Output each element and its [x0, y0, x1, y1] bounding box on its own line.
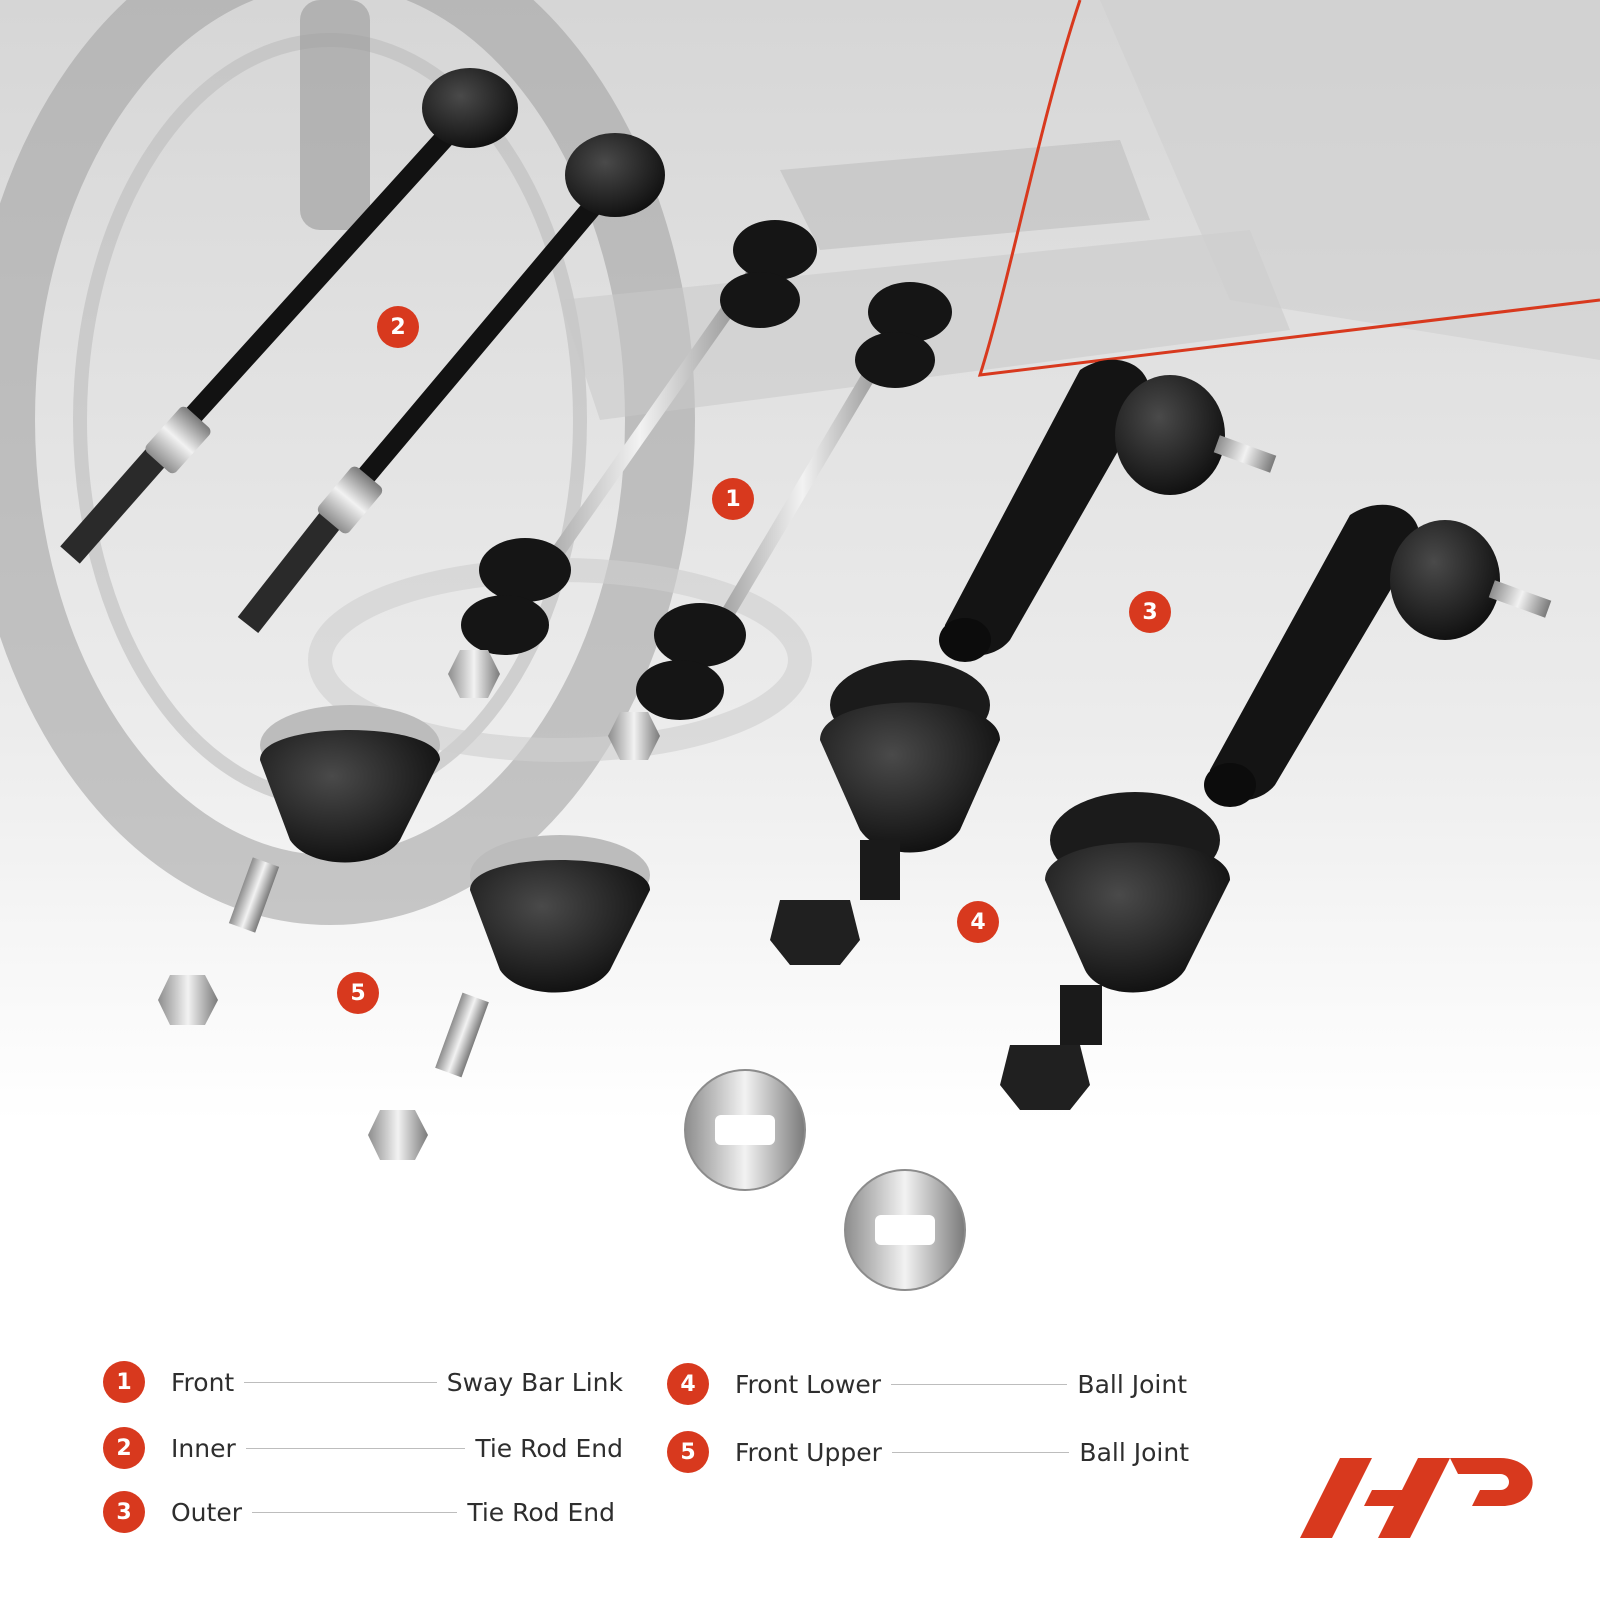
leader-line: [245, 1447, 466, 1449]
legend-number: 2: [103, 1427, 145, 1469]
legend-position: Front Upper: [735, 1437, 882, 1467]
outer-tie-rod-end-left: [939, 359, 1277, 662]
callout-1: 1: [712, 478, 754, 520]
legend-number: 4: [667, 1363, 709, 1405]
sway-bar-link-right: [608, 282, 952, 760]
inner-tie-rod-end-right: [237, 133, 665, 634]
product-scene: [0, 0, 1600, 1320]
legend-row-2: 2 Inner Tie Rod End: [103, 1426, 623, 1470]
legend-position: Inner: [171, 1433, 236, 1463]
washer-right: [844, 1169, 966, 1291]
legend-position: Front Lower: [735, 1369, 882, 1399]
leader-line: [251, 1511, 458, 1513]
front-lower-ball-joint-right: [1000, 792, 1230, 1110]
parts-legend: 1 Front Sway Bar Link 2 Inner Tie Rod En…: [0, 1360, 1600, 1580]
sway-bar-link-left: [448, 220, 817, 698]
callout-3: 3: [1129, 591, 1171, 633]
leader-line: [891, 1383, 1068, 1385]
legend-row-1: 1 Front Sway Bar Link: [103, 1360, 623, 1404]
legend-position: Outer: [171, 1497, 242, 1527]
legend-part: Sway Bar Link: [446, 1367, 623, 1397]
legend-position: Front: [171, 1367, 235, 1397]
front-upper-ball-joint-left: [158, 705, 440, 1025]
front-upper-ball-joint-right: [368, 835, 650, 1160]
inner-tie-rod-end-left: [60, 68, 518, 564]
legend-row-4: 4 Front Lower Ball Joint: [667, 1362, 1187, 1406]
brand-logo: [1300, 1458, 1533, 1538]
legend-part: Tie Rod End: [475, 1433, 623, 1463]
callout-4: 4: [957, 901, 999, 943]
legend-part: Ball Joint: [1077, 1369, 1187, 1399]
outer-tie-rod-end-right: [1204, 504, 1552, 807]
leader-line: [891, 1451, 1070, 1453]
leader-line: [244, 1381, 437, 1383]
legend-number: 1: [103, 1361, 145, 1403]
legend-number: 5: [667, 1431, 709, 1473]
legend-number: 3: [103, 1491, 145, 1533]
washer-left: [684, 1069, 806, 1191]
legend-row-3: 3 Outer Tie Rod End: [103, 1490, 615, 1534]
callout-2: 2: [377, 306, 419, 348]
front-lower-ball-joint-left: [770, 660, 1000, 965]
legend-row-5: 5 Front Upper Ball Joint: [667, 1430, 1189, 1474]
legend-part: Tie Rod End: [467, 1497, 615, 1527]
legend-part: Ball Joint: [1079, 1437, 1189, 1467]
callout-5: 5: [337, 972, 379, 1014]
